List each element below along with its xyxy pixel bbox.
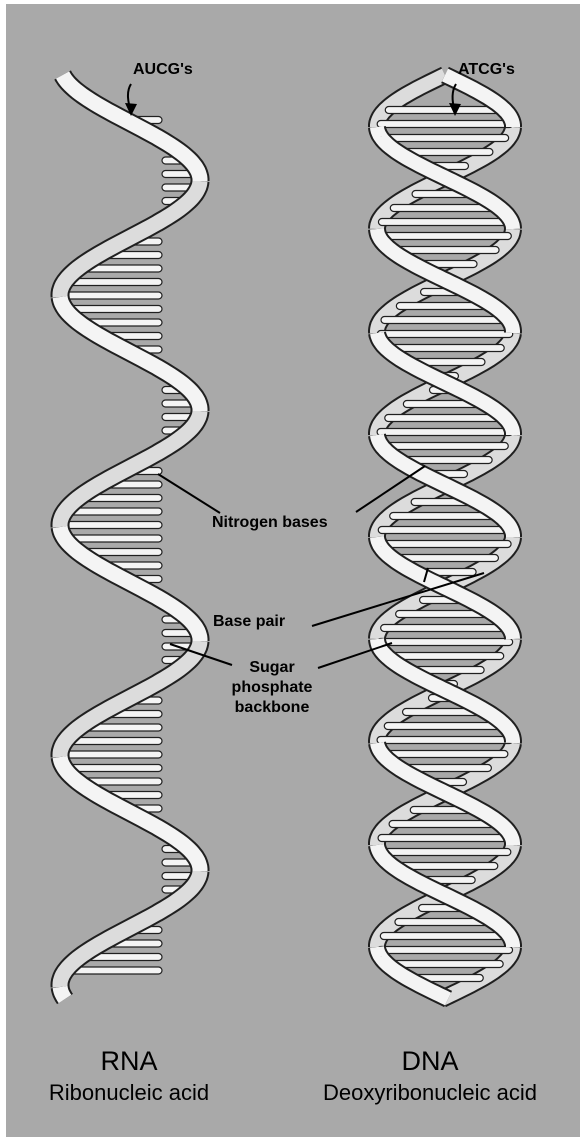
dna-base-pair (377, 331, 513, 338)
backbone-label-line-1: Sugar (224, 658, 320, 677)
dna-base-pair (377, 429, 513, 436)
rna-base (60, 751, 162, 758)
rna-backbone-front (60, 987, 65, 999)
dna-base-pair (379, 541, 511, 548)
backbone-label-line-3: backbone (224, 698, 320, 717)
dna-base-pair (377, 947, 512, 954)
dna-base-pair (377, 737, 513, 744)
dna-base-pair (379, 233, 512, 240)
dna-base-pair (378, 219, 511, 226)
dna-base-pair (384, 723, 505, 730)
dna-base-pair (386, 345, 504, 352)
rna-title: RNA (64, 1046, 194, 1076)
dna-bases-label: ATCG's (458, 60, 515, 79)
dna-base-pair (379, 849, 511, 856)
dna-base-pair (378, 835, 512, 842)
nitrogen-bases-leader-rna (158, 474, 220, 513)
rna-base (60, 292, 162, 299)
dna-base-pair (377, 121, 513, 128)
rna-base (60, 522, 162, 529)
dna-base-pair (385, 415, 505, 422)
dna-base-pair (381, 135, 508, 142)
dna-subtitle: Deoxyribonucleic acid (300, 1080, 560, 1106)
dna-base-pair (381, 317, 509, 324)
rna-subtitle: Ribonucleic acid (24, 1080, 234, 1106)
dna-base-pair (380, 933, 509, 940)
dna-helix (377, 75, 513, 999)
dna-title: DNA (365, 1046, 495, 1076)
dna-base-pairs (377, 107, 513, 982)
dna-base-pair (377, 639, 512, 646)
rna-backbone-front (63, 75, 200, 181)
dna-base-pair (381, 625, 510, 632)
backbone-label-line-2: phosphate (224, 678, 320, 697)
rna-bases-label: AUCG's (133, 60, 193, 79)
base-pair-label: Base pair (213, 612, 285, 631)
dna-base-pair (385, 107, 504, 114)
dna-base-pair (382, 751, 508, 758)
dna-base-pair (378, 527, 512, 534)
dna-base-pair (382, 443, 509, 450)
nitrogen-bases-label: Nitrogen bases (212, 513, 328, 532)
rna-helix (60, 75, 200, 999)
